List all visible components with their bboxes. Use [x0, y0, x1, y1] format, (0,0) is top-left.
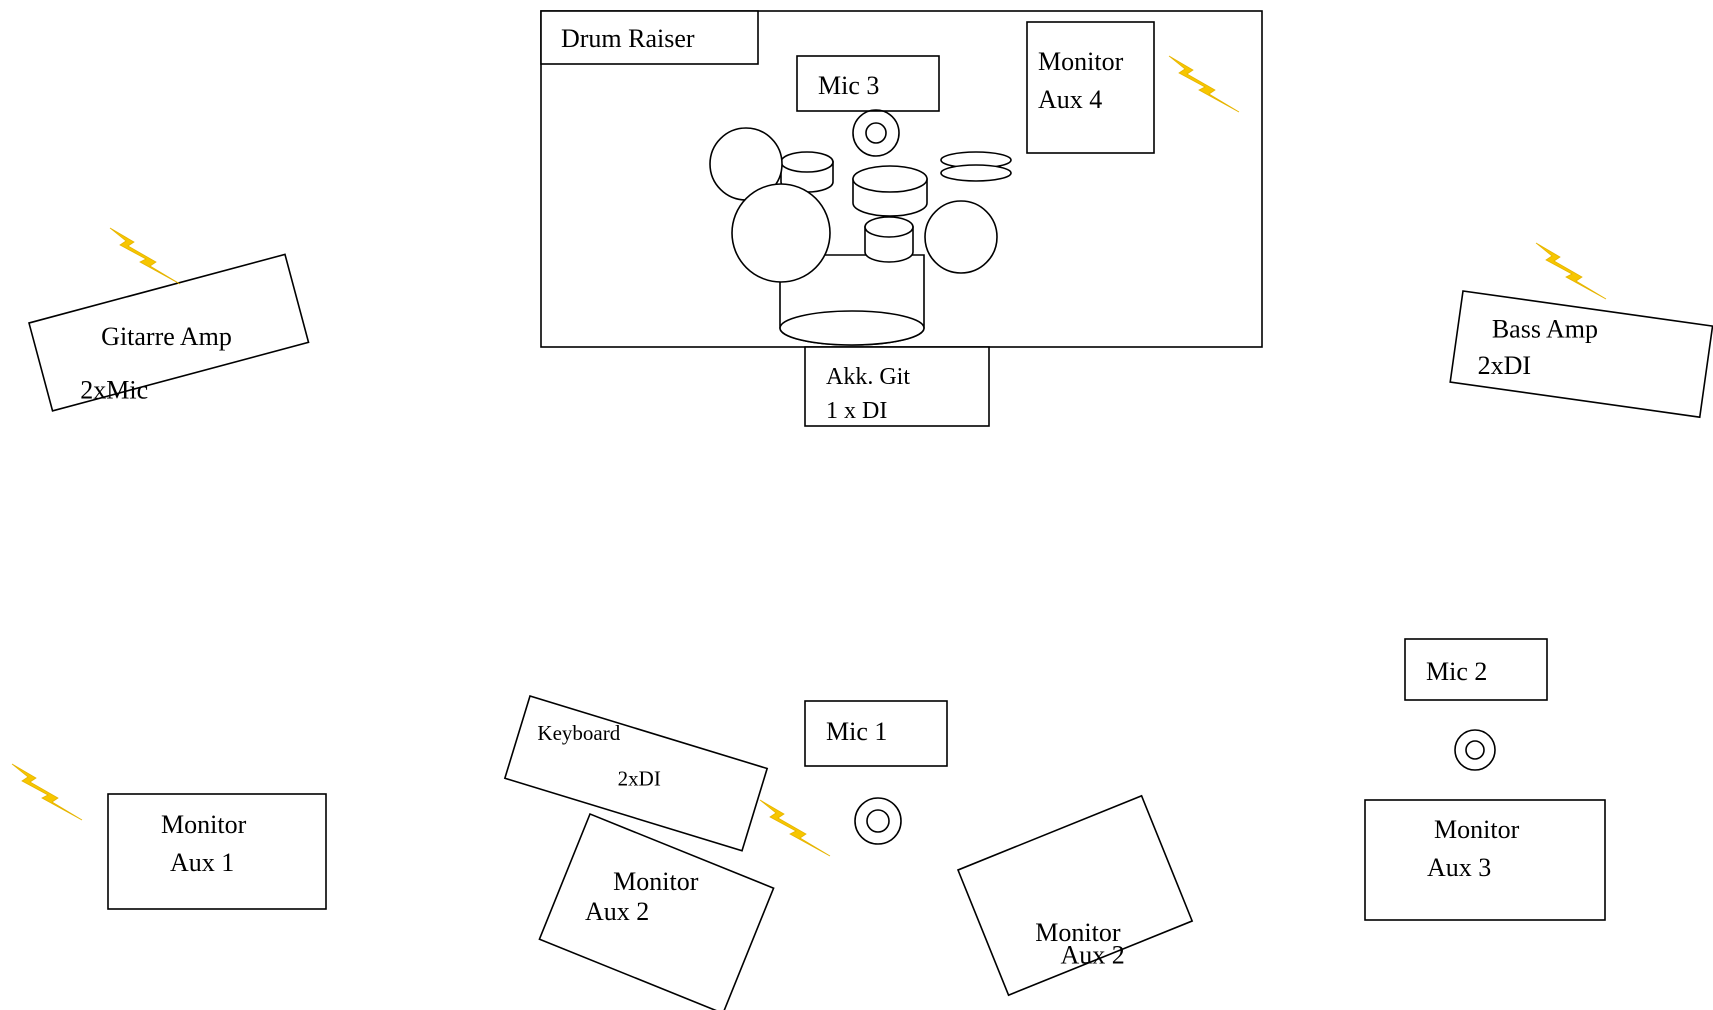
monitor-aux1-line2: Aux 1 [170, 848, 234, 877]
monitor-aux2-right: Monitor Aux 2 [956, 794, 1194, 997]
drum-raiser-label: Drum Raiser [561, 24, 695, 53]
drum-raiser-label-box [540, 10, 759, 65]
mic2-label-box: Mic 2 [1404, 638, 1548, 701]
monitor-aux2-right-line2: Aux 2 [1060, 940, 1124, 969]
monitor-aux4: Monitor Aux 4 [1026, 21, 1155, 154]
monitor-aux1: Monitor Aux 1 [107, 793, 327, 910]
mic3-label: Mic 3 [818, 71, 879, 100]
lightning-bolt-icon [1535, 242, 1607, 300]
keyboard: Keyboard 2xDI [503, 695, 769, 852]
microphone-stand-icon [1454, 729, 1496, 771]
bass-amp: Bass Amp 2xDI [1449, 290, 1713, 419]
monitor-aux1-line1: Monitor [161, 810, 247, 839]
mic3-label-box: Mic 3 [796, 55, 940, 112]
monitor-aux3-line1: Monitor [1434, 815, 1520, 844]
drum-kit-icon [709, 127, 1012, 346]
gitarre-amp: Gitarre Amp 2xMic [28, 253, 310, 412]
monitor-aux3: Monitor Aux 3 [1364, 799, 1606, 921]
monitor-aux2-left: Monitor Aux 2 [538, 812, 775, 1010]
keyboard-line2: 2xDI [618, 767, 661, 791]
mic1-label: Mic 1 [826, 717, 887, 746]
monitor-aux3-line2: Aux 3 [1427, 853, 1491, 882]
akk-git: Akk. Git 1 x DI [804, 346, 990, 427]
monitor-aux2-left-line1: Monitor [613, 867, 699, 896]
bass-amp-line2: 2xDI [1478, 351, 1531, 380]
mic2-label: Mic 2 [1426, 657, 1487, 686]
bass-amp-line1: Bass Amp [1492, 314, 1598, 343]
microphone-stand-icon [852, 109, 900, 157]
microphone-stand-icon [854, 797, 902, 845]
akk-git-line2: 1 x DI [826, 398, 887, 424]
keyboard-line1: Keyboard [537, 721, 620, 745]
monitor-aux2-left-line2: Aux 2 [585, 897, 649, 926]
gitarre-amp-line1: Gitarre Amp [101, 322, 232, 351]
lightning-bolt-icon [109, 227, 181, 285]
monitor-aux4-line1: Monitor [1038, 47, 1124, 76]
lightning-bolt-icon [759, 799, 831, 857]
monitor-aux4-line2: Aux 4 [1038, 85, 1102, 114]
mic1-label-box: Mic 1 [804, 700, 948, 767]
akk-git-line1: Akk. Git [826, 364, 910, 390]
gitarre-amp-line2: 2xMic [80, 375, 148, 404]
monitor-aux2-right-line1: Monitor [1035, 918, 1121, 947]
lightning-bolt-icon [11, 763, 83, 821]
